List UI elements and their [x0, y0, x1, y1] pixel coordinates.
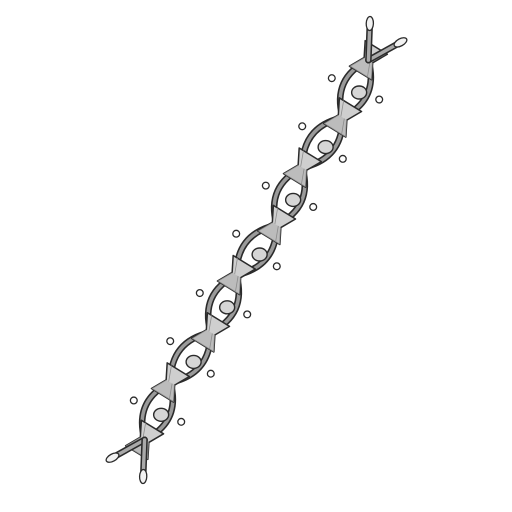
joint-knob [232, 229, 241, 238]
torso-shade [283, 165, 307, 188]
torso-crease [274, 207, 279, 224]
hand-foot [365, 15, 375, 32]
figure-head [152, 407, 170, 422]
torso-crease [208, 315, 213, 332]
end-limbs [105, 15, 408, 485]
joint-knob [195, 288, 204, 298]
torso-crease [300, 168, 305, 185]
figure-head [218, 300, 236, 315]
figure-head [350, 85, 368, 100]
torso-shade [217, 272, 241, 295]
figure-torso [190, 312, 231, 353]
joint-knob [309, 202, 318, 212]
figure-torso [282, 147, 323, 188]
torso-shade [323, 114, 347, 138]
torso-crease [275, 225, 279, 242]
torso-crease [340, 100, 345, 117]
torso-crease [300, 150, 304, 167]
figure-torso [216, 254, 257, 296]
torso-crease [168, 383, 173, 400]
torso-shade [257, 222, 281, 245]
joint-knob [261, 181, 270, 190]
torso-shade [349, 57, 373, 80]
figure-head [317, 139, 334, 155]
joint-knob [375, 95, 384, 104]
figure-head [251, 247, 268, 262]
torso-shade [151, 379, 175, 403]
hand-foot [105, 452, 120, 463]
figure-head [284, 192, 302, 208]
torso-crease [142, 422, 147, 439]
torso-crease [209, 333, 213, 350]
torso-shade [191, 329, 215, 352]
torso-crease [341, 118, 345, 135]
figure-head [185, 354, 202, 370]
joint-knob [272, 262, 281, 271]
figure-torso [256, 204, 297, 246]
joint-knob [243, 310, 252, 319]
hand-foot [393, 37, 408, 48]
torso-crease [168, 365, 172, 382]
figure-torso [322, 97, 363, 138]
figure-chain [105, 15, 408, 485]
joint-knob [166, 337, 175, 346]
joint-knob [338, 154, 347, 163]
torso-crease [234, 276, 239, 293]
joint-knob [129, 396, 138, 405]
joint-knob [177, 417, 186, 426]
joint-knob [298, 122, 307, 131]
torso-crease [366, 61, 371, 78]
torsos [124, 39, 389, 461]
joint-knob [327, 74, 336, 83]
figure-torso [150, 362, 191, 403]
hand-foot [138, 468, 148, 485]
torso-crease [234, 258, 238, 275]
joint-knob [206, 369, 215, 378]
